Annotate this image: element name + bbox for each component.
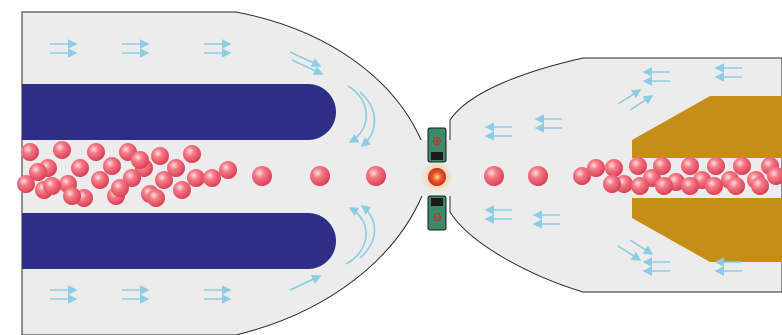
particle <box>655 177 673 195</box>
particle <box>252 166 272 186</box>
particle <box>629 157 647 175</box>
curved-flow-arrow <box>345 207 367 265</box>
flow-arrow <box>289 51 322 67</box>
curved-flow-arrow <box>359 205 376 259</box>
flow-arrow <box>291 59 324 75</box>
sheath-channel-top <box>22 84 336 140</box>
particle <box>653 157 671 175</box>
particle <box>187 169 205 187</box>
particle <box>173 181 191 199</box>
particle <box>605 159 623 177</box>
outlet-block-top <box>632 96 782 158</box>
particle <box>43 177 61 195</box>
particle <box>681 177 699 195</box>
electrode-plus-symbol: ⊕ <box>432 134 442 148</box>
flow-arrows <box>50 39 742 304</box>
particle <box>219 161 237 179</box>
particle <box>21 143 39 161</box>
particle <box>681 157 699 175</box>
particle <box>71 159 89 177</box>
particle <box>767 167 782 185</box>
electrode-minus-symbol: ⊖ <box>432 210 442 224</box>
particle <box>151 147 169 165</box>
particle <box>203 169 221 187</box>
particle <box>63 187 81 205</box>
particle <box>147 189 165 207</box>
particle <box>111 179 129 197</box>
particle <box>727 177 745 195</box>
flow-arrow <box>617 89 642 105</box>
detected-particle <box>428 168 446 186</box>
particle <box>573 167 591 185</box>
particle <box>167 159 185 177</box>
particle <box>733 157 751 175</box>
particle <box>123 169 141 187</box>
particle <box>751 177 769 195</box>
flow-arrow <box>629 95 654 111</box>
particle <box>87 143 105 161</box>
particle <box>91 171 109 189</box>
particle <box>53 141 71 159</box>
particle <box>705 177 723 195</box>
curved-flow-arrow <box>359 91 376 148</box>
particle <box>587 159 605 177</box>
particle <box>603 175 621 193</box>
particle <box>631 177 649 195</box>
particle <box>103 157 121 175</box>
particle <box>131 151 149 169</box>
particle <box>484 166 504 186</box>
flow-arrow <box>617 245 642 261</box>
flow-arrow <box>289 275 322 291</box>
sheath-channel-bottom <box>22 213 336 269</box>
particle <box>528 166 548 186</box>
outlet-block-bottom <box>632 198 782 262</box>
particles <box>17 141 782 207</box>
particle <box>17 175 35 193</box>
curved-flow-arrow <box>347 85 368 143</box>
flow-arrow <box>629 239 654 255</box>
particle <box>707 157 725 175</box>
particle <box>366 166 386 186</box>
particle <box>183 145 201 163</box>
particle <box>155 171 173 189</box>
particle <box>310 166 330 186</box>
particle <box>29 163 47 181</box>
